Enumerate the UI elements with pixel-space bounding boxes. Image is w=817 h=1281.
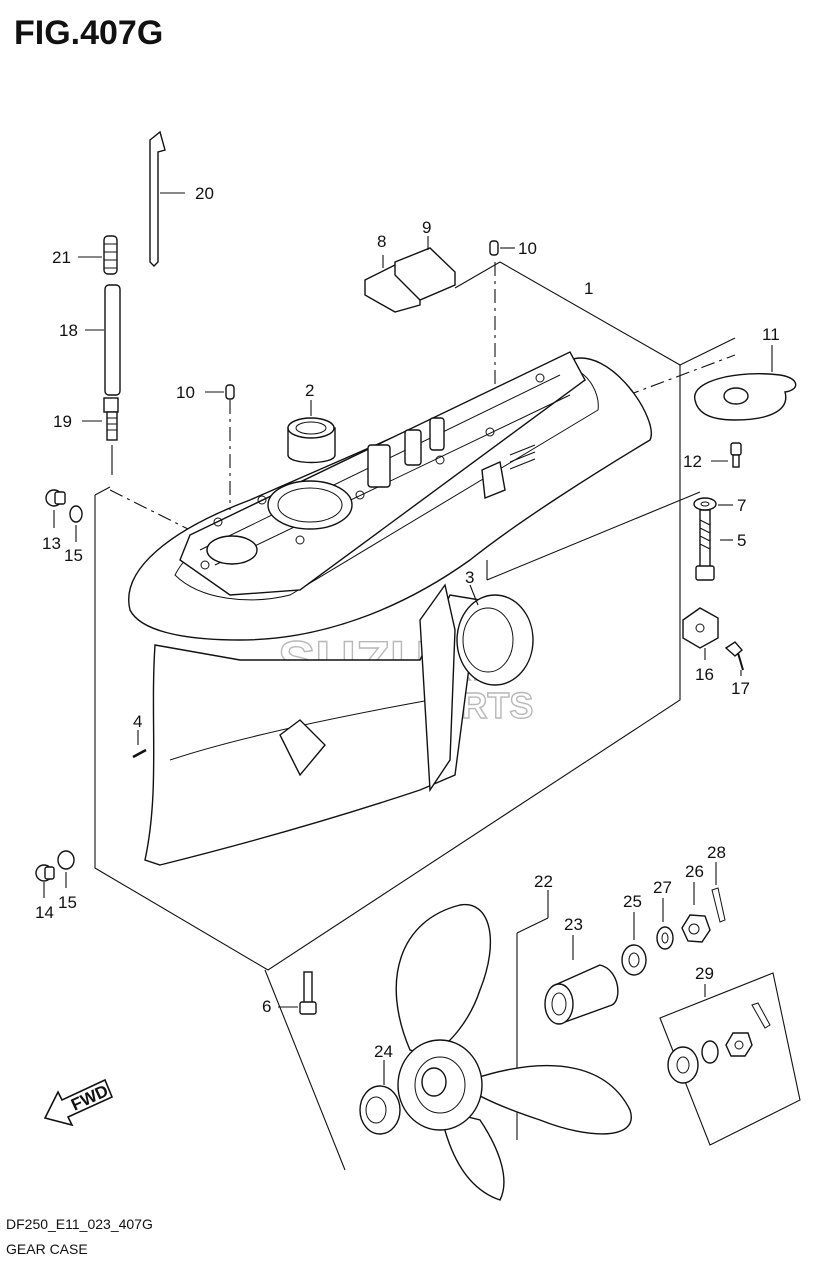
- part-10-dowel-lower: [205, 384, 235, 510]
- callout-labels: 1 2 3 4 5 6 7 8 9 10 10 11 12 13 14 15 1…: [35, 184, 780, 1061]
- part-12-bolt: [711, 442, 742, 468]
- callout-10-lower: 10: [176, 383, 195, 402]
- callout-4: 4: [133, 712, 142, 731]
- callout-18: 18: [59, 321, 78, 340]
- callout-14: 14: [35, 903, 54, 922]
- callout-13: 13: [42, 534, 61, 553]
- callout-8: 8: [377, 232, 386, 251]
- fwd-label: FWD: [68, 1081, 111, 1115]
- part-29-kit: [659, 972, 801, 1146]
- callout-7: 7: [737, 496, 746, 515]
- part-16-block: [682, 607, 719, 660]
- part-15-gasket-lower: [57, 850, 75, 888]
- part-20-tie: [149, 130, 185, 267]
- diagram-name: GEAR CASE: [6, 1241, 88, 1257]
- part-6-bolt: [278, 971, 317, 1015]
- part-9-pad: [394, 236, 456, 301]
- callout-9: 9: [422, 218, 431, 237]
- callout-17: 17: [731, 679, 750, 698]
- callout-11: 11: [762, 325, 780, 344]
- callout-19: 19: [53, 412, 72, 431]
- part-17-screw: [724, 641, 744, 676]
- callout-28: 28: [707, 843, 726, 862]
- callout-23: 23: [564, 915, 583, 934]
- part-14-plug: [35, 864, 55, 898]
- callout-21: 21: [52, 248, 71, 267]
- part-10-dowel-upper: [489, 240, 515, 256]
- part-5-bolt: [695, 509, 733, 581]
- callout-2: 2: [305, 381, 314, 400]
- part-26-nut: [681, 882, 711, 943]
- part-7-washer: [693, 497, 733, 511]
- fwd-arrow-icon: FWD: [43, 1078, 114, 1127]
- callout-29: 29: [695, 964, 714, 983]
- callout-15-lower: 15: [58, 893, 77, 912]
- part-4-pin: [132, 730, 147, 759]
- part-21-nipple: [78, 235, 118, 275]
- figure-title: FIG.407G: [14, 14, 164, 52]
- callout-22: 22: [534, 872, 553, 891]
- diagram-code: DF250_E11_023_407G: [6, 1216, 153, 1232]
- callout-26: 26: [685, 862, 704, 881]
- part-22-propeller: [264, 890, 632, 1201]
- part-18-tube: [85, 284, 121, 396]
- part-24-washer: [359, 1060, 401, 1135]
- callout-16: 16: [695, 665, 714, 684]
- part-23-bushing: [544, 935, 619, 1025]
- part-11-anode: [694, 345, 797, 421]
- part-28-cotter-pin: [711, 862, 726, 923]
- callout-3: 3: [465, 568, 474, 587]
- part-27-washer: [656, 898, 674, 950]
- callout-27: 27: [653, 878, 672, 897]
- part-2-bushing: [287, 400, 336, 464]
- callout-1: 1: [584, 279, 593, 298]
- part-15-gasket-upper: [69, 505, 83, 542]
- gear-case-housing: [128, 351, 652, 866]
- callout-10-upper: 10: [518, 239, 537, 258]
- callout-12: 12: [683, 452, 702, 471]
- callout-6: 6: [262, 997, 271, 1016]
- callout-20: 20: [195, 184, 214, 203]
- callout-25: 25: [623, 892, 642, 911]
- callout-24: 24: [374, 1042, 393, 1061]
- part-13-plug: [45, 489, 66, 528]
- part-19-fitting: [82, 397, 119, 475]
- callout-5: 5: [737, 531, 746, 550]
- part-25-washer: [621, 912, 647, 976]
- part-3-seal: [456, 584, 534, 686]
- callout-15-upper: 15: [64, 546, 83, 565]
